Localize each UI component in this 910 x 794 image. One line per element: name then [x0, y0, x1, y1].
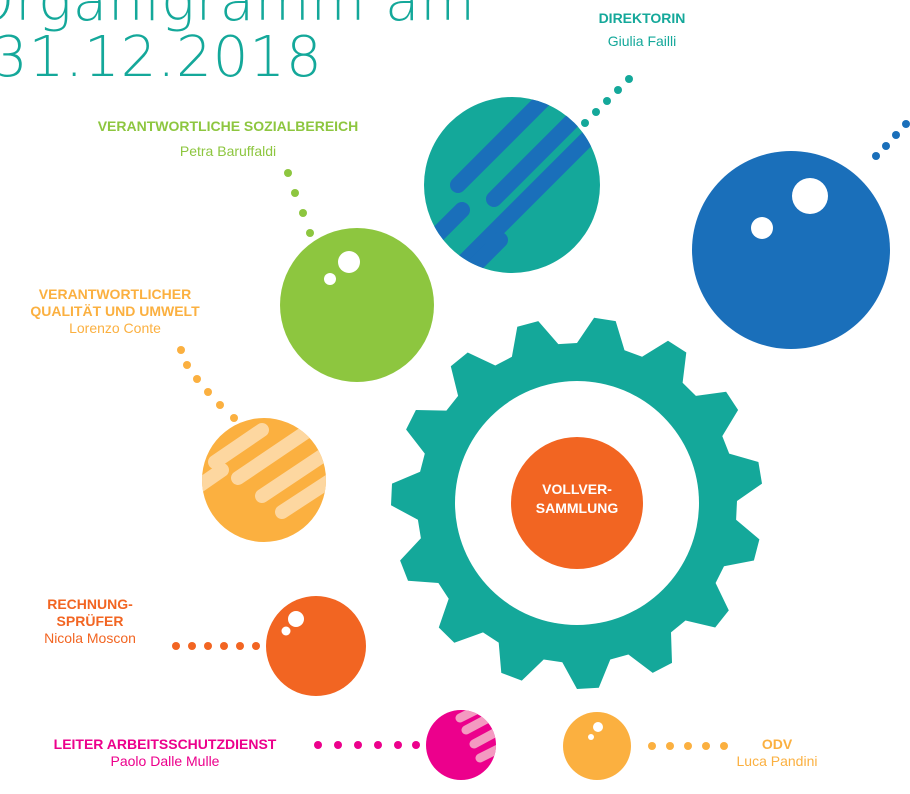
- planet-odv-icon: [563, 712, 631, 780]
- role-sozial: VERANTWORTLICHE SOZIALBEREICH: [97, 118, 359, 134]
- role-arbeitsschutz: LEITER ARBEITSSCHUTZDIENST: [53, 736, 277, 752]
- person-direktorin: Giulia Failli: [607, 33, 677, 49]
- title-line-1: Organigramm am: [0, 0, 476, 34]
- page-title: Organigramm am 31.12.2018: [0, 0, 476, 86]
- label-arbeitsschutz: LEITER ARBEITSSCHUTZDIENST Paolo Dalle M…: [20, 736, 310, 770]
- title-line-2: 31.12.2018: [0, 25, 323, 90]
- gear-icon: [391, 317, 762, 689]
- dotted-connector-arbeitsschutz: [314, 741, 420, 749]
- planet-arbeitsschutz-icon: [426, 710, 496, 780]
- role-rechnung: RECHNUNG- SPRÜFER: [47, 596, 133, 629]
- dotted-connector-sozial: [284, 169, 314, 237]
- planet-direktorin-icon: [424, 97, 600, 273]
- planet-qualitaet-icon: [202, 418, 326, 542]
- dotted-connector-direktorin: [581, 75, 633, 127]
- dotted-connector-blue: [872, 120, 910, 160]
- label-odv: ODV Luca Pandini: [722, 736, 832, 770]
- person-qualitaet: Lorenzo Conte: [69, 320, 161, 336]
- role-direktorin: DIREKTORIN: [598, 10, 686, 26]
- label-direktorin: DIREKTORIN Giulia Failli: [572, 10, 712, 50]
- dotted-connector-qualitaet: [177, 346, 238, 422]
- label-sozial: VERANTWORTLICHE SOZIALBEREICH Petra Baru…: [58, 118, 398, 160]
- dotted-connector-rechnung: [172, 642, 260, 650]
- label-rechnung: RECHNUNG- SPRÜFER Nicola Moscon: [5, 596, 175, 647]
- center-circle: [511, 437, 643, 569]
- person-arbeitsschutz: Paolo Dalle Mulle: [110, 753, 220, 769]
- person-rechnung: Nicola Moscon: [44, 630, 136, 646]
- planet-blue-icon: [692, 151, 890, 349]
- dotted-connector-odv: [648, 742, 728, 750]
- label-qualitaet: VERANTWORTLICHER QUALITÄT UND UMWELT Lor…: [0, 286, 230, 337]
- planet-sozial-icon: [280, 228, 434, 382]
- person-sozial: Petra Baruffaldi: [179, 143, 277, 159]
- center-label: VOLLVER- SAMMLUNG: [535, 481, 619, 516]
- planet-rechnung-icon: [266, 596, 366, 696]
- person-odv: Luca Pandini: [736, 753, 818, 769]
- role-odv: ODV: [761, 736, 793, 752]
- role-qualitaet: VERANTWORTLICHER QUALITÄT UND UMWELT: [30, 286, 200, 319]
